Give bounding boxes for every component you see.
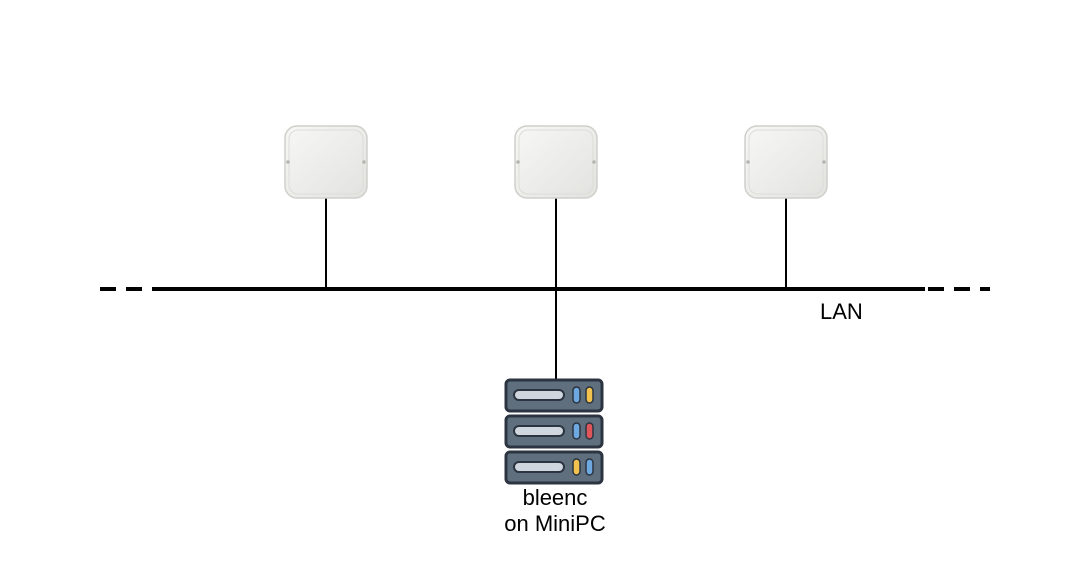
server-unit <box>504 378 604 413</box>
server-rack-icon <box>504 378 604 485</box>
server-unit <box>504 414 604 449</box>
server-label-line2: on MiniPC <box>504 511 606 536</box>
server-unit <box>504 450 604 485</box>
access-point-icon <box>284 125 368 199</box>
access-point-icon <box>744 125 828 199</box>
access-point-icon <box>514 125 598 199</box>
server-label-line1: bleenc <box>523 485 588 510</box>
lan-label: LAN <box>820 299 863 324</box>
